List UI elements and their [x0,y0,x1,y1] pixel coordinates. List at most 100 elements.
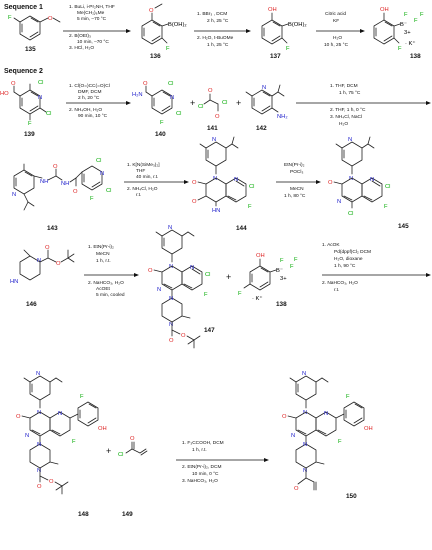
compound-number-142: 142 [256,125,267,132]
compound-142: N NH₂ 142 [245,84,288,132]
nitrogen-label: N [212,137,216,143]
condition-r8-1: MeCN [96,251,110,257]
condition-r8-0: 1. EtN(Pr-i)₂ [88,244,114,250]
condition-r1-2: 5 min, –70 °C [77,16,107,22]
oxygen-label: O [49,479,54,485]
hydroxyl-label: OH [380,7,389,13]
condition-r10-4: 3. NaHCO₃, H₂O [182,478,218,484]
oxygen-label: O [11,81,16,87]
fluorine-label: F [404,12,408,18]
reaction-arrow-8: 1. EtN(Pr-i)₂ MeCN 1 h, r.t. 2. NaHCO₃, … [84,244,139,298]
charge-label: 3+ [404,30,411,36]
nh-label: HN [212,208,220,214]
nitrogen-label: N [100,171,104,177]
condition-r6-1: THF [136,168,145,174]
chlorine-label: Cl [249,184,254,190]
fluorine-label: F [286,46,290,52]
condition-r1-5: 3. HCl, H₂O [69,45,94,51]
chlorine-label: Cl [38,80,43,86]
oxygen-label: O [16,414,21,420]
sequence-2-heading: Sequence 2 [4,68,43,75]
chlorine-label: Cl [168,81,173,87]
compound-148: N N N F F OH O N N N O O 148 [16,371,107,518]
condition-r3-0: Citric acid [325,11,346,17]
condition-r2-1: 2 h, 25 °C [207,18,229,24]
oxygen-label: O [148,268,153,274]
hydroxyl-label: OH [98,426,107,432]
condition-r8-4: AcOEt [96,286,111,292]
compound-149: Cl O 149 [118,436,148,518]
nh-label: HN [10,279,18,285]
condition-r6-0: 1. K[N(SiMe₃)₂] [127,162,160,168]
compound-number-148: 148 [78,511,89,518]
reaction-arrow-5: 1. THF, DCM 1 h, 75 °C 2. THF, 1 h, 0 °C… [296,83,431,127]
compound-number-135: 135 [25,46,36,53]
chlorine-label: Cl [222,100,227,106]
oxygen-label: O [294,486,299,492]
compound-number-150: 150 [346,493,357,500]
hydroxyl-label: OH [364,426,373,432]
condition-r8-2: 1 h, r.t. [96,258,111,264]
compound-number-137: 137 [270,53,281,60]
compound-135: O F 135 [8,15,61,53]
nitrogen-label: N [37,442,41,448]
condition-r1-0: 1. BuLi, i-Pr₂NH, THF [69,4,115,10]
condition-r4-0: 1. Cl(O=)CC(=O)Cl [69,83,110,89]
condition-r10-0: 1. F₃CCOOH, DCM [182,440,224,446]
condition-r8-3: 2. NaHCO₃, H₂O [88,280,124,286]
condition-r9-5: r.t. [334,287,339,293]
nitrogen-label: N [303,442,307,448]
condition-r2-0: 1. BBr₃ , DCM [197,11,227,17]
potassium-counterion: · K⁺ [252,295,262,302]
reaction-arrow-2: 1. BBr₃ , DCM 2 h, 25 °C 2. H₂O, t-BuOMe… [194,11,251,48]
nitrogen-label: N [168,225,172,231]
condition-r7-1: POCl₃ [290,169,303,175]
chlorine-label: Cl [205,272,210,278]
potassium-counterion: · K⁺ [405,40,415,47]
plus-sign: + [236,98,241,108]
condition-r7-3: 1 h, 80 °C [284,193,306,199]
condition-r3-1: KF [333,18,339,24]
nitrogen-label: N [37,258,41,264]
chlorine-label: Cl [96,158,101,164]
fluorine-label: F [280,258,284,264]
amine-label: NH₂ [277,114,288,120]
fluorine-label: F [346,394,350,400]
fluorine-label: F [72,439,76,445]
oxygen-label: O [215,114,220,120]
reaction-arrow-7: EtN(Pr-i)₂ POCl₃ MeCN 1 h, 80 °C [276,162,321,199]
fluorine-label: F [414,18,418,24]
oxygen-label: O [181,333,186,339]
compound-number-143: 143 [47,225,58,232]
condition-r10-3: 10 min, 0 °C [192,471,219,477]
fluorine-label: F [420,12,424,18]
condition-r6-3: 2. NH₄Cl, H₂O [127,186,158,192]
nitrogen-label: N [12,192,16,198]
oxygen-label: O [45,245,50,251]
reaction-arrow-1: 1. BuLi, i-Pr₂NH, THF Me(CH₂)₆Me 5 min, … [63,4,131,51]
nh-label: NH [40,179,48,185]
plus-sign: + [106,446,111,456]
condition-r9-3: 1 h, 90 °C [334,263,356,269]
reaction-arrow-6: 1. K[N(SiMe₃)₂] THF 40 min, r.t. 2. NH₄C… [124,162,189,198]
condition-r2-3: 1 h, 25 °C [207,42,229,48]
compound-number-136: 136 [150,53,161,60]
hydroxyl-label: HO [0,91,9,97]
condition-r1-4: 10 min, –70 °C [77,39,109,45]
oxygen-label: O [48,16,53,22]
oxygen-label: O [130,436,135,442]
oxygen-label: O [208,88,213,94]
compound-number-147: 147 [204,327,215,334]
compound-136: O B(OH)₂ F 136 [141,3,187,60]
condition-r1-1: Me(CH₂)₆Me [77,10,105,16]
nitrogen-label: N [58,411,62,417]
compound-number-138: 138 [410,53,421,60]
chlorine-label: Cl [385,184,390,190]
compound-139: N Cl F O HO Cl 139 [0,80,51,138]
fluorine-label: F [338,439,342,445]
nitrogen-label: N [37,468,41,474]
nh-label: NH [61,181,69,187]
oxygen-label: O [192,180,197,186]
nitrogen-label: N [303,468,307,474]
hydroxyl-label: OH [256,253,265,259]
